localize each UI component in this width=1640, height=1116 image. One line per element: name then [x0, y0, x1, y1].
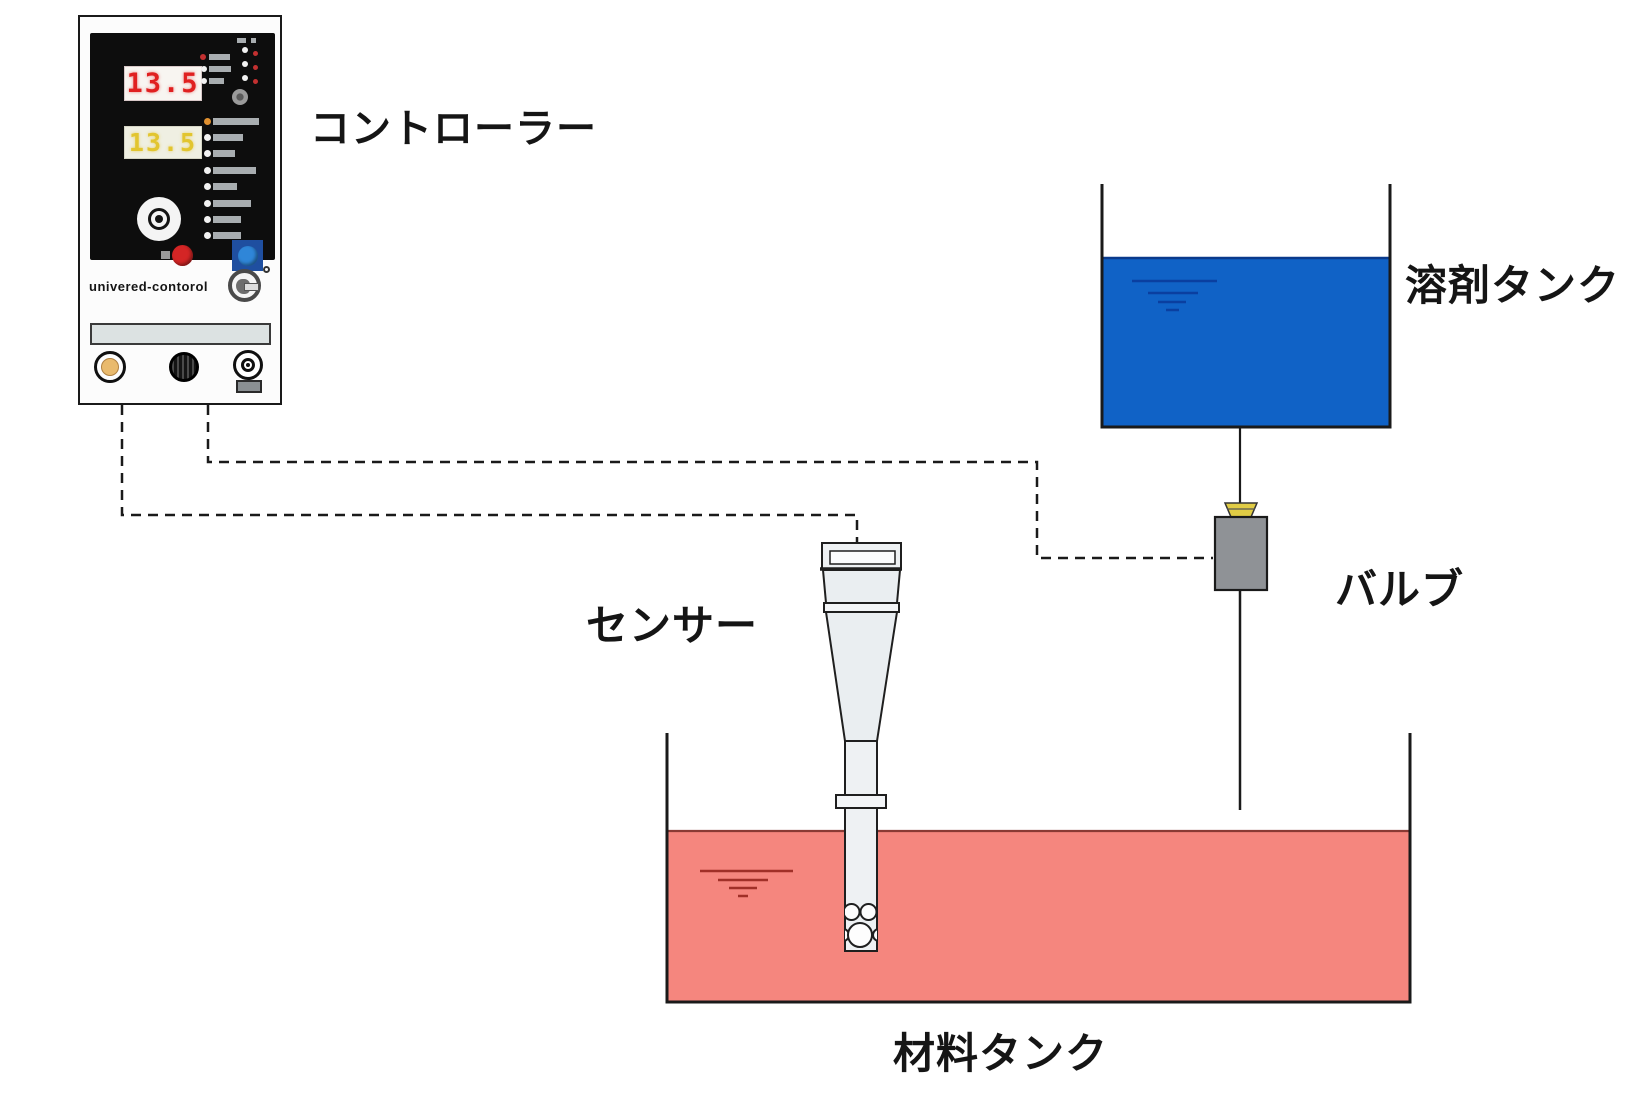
- liquid-level-icon: [700, 869, 793, 898]
- status-led: [242, 75, 248, 81]
- led-legend-bar: [209, 78, 224, 84]
- sensor-holes: [845, 903, 877, 948]
- wire-controller-to-sensor: [120, 405, 859, 542]
- led-legend-bar: [213, 134, 243, 141]
- label-material-tank: 材料タンク: [893, 1029, 1109, 1078]
- connector-power-port: [94, 351, 126, 383]
- status-led: [242, 47, 248, 53]
- status-led: [253, 65, 258, 70]
- controller-front-panel: 13.5 13.5: [90, 33, 275, 271]
- material-liquid: [668, 831, 1409, 1002]
- card-slot: [90, 323, 271, 345]
- primary-display: 13.5: [124, 66, 202, 101]
- material-tank: [665, 733, 1412, 1004]
- control-knob: [137, 197, 181, 241]
- led-legend-bar: [213, 167, 256, 174]
- status-led: [200, 54, 206, 60]
- led-legend-bar: [213, 150, 235, 157]
- led-legend-bar: [213, 200, 251, 207]
- status-led: [204, 216, 211, 223]
- status-led: [201, 66, 207, 72]
- led-legend-bar: [209, 66, 231, 72]
- liquid-level-icon: [1132, 279, 1217, 312]
- status-led: [204, 134, 211, 141]
- led-legend-bar: [213, 118, 259, 125]
- secondary-display: 13.5: [124, 126, 202, 159]
- valve: [1213, 502, 1269, 592]
- connector-sensor-port: [169, 352, 199, 382]
- status-led: [204, 200, 211, 207]
- primary-display-value: 13.5: [126, 68, 200, 99]
- solvent-liquid: [1103, 258, 1389, 427]
- wire-controller-to-valve: [206, 405, 1213, 560]
- led-legend-bar: [237, 38, 246, 43]
- label-controller: コントローラー: [310, 106, 597, 152]
- status-led: [242, 61, 248, 67]
- status-led: [204, 232, 211, 239]
- status-led: [253, 51, 258, 56]
- degree-mark-icon: [263, 266, 270, 273]
- status-led: [204, 183, 211, 190]
- status-led: [204, 118, 211, 125]
- status-led: [204, 150, 211, 157]
- label-valve: バルブ: [1335, 565, 1465, 614]
- valve-cap: [1223, 502, 1259, 518]
- led-legend-bar: [213, 232, 241, 239]
- run-button: [172, 245, 193, 266]
- set-button-base: [232, 240, 263, 271]
- status-led: [204, 167, 211, 174]
- led-legend-bar: [251, 38, 256, 43]
- connector-tab: [236, 380, 262, 393]
- label-sensor: センサー: [586, 601, 759, 650]
- indicator-chip: [161, 251, 170, 259]
- solvent-tank: [1100, 184, 1392, 429]
- controller-unit: 13.5 13.5: [78, 15, 282, 405]
- status-led: [253, 79, 258, 84]
- led-legend-bar: [209, 54, 230, 60]
- secondary-display-value: 13.5: [128, 128, 198, 157]
- status-led: [201, 78, 207, 84]
- led-legend-bar: [213, 183, 237, 190]
- led-legend-bar: [213, 216, 241, 223]
- valve-body: [1213, 515, 1269, 592]
- set-button: [237, 245, 258, 266]
- brand-logo-icon: [228, 269, 261, 302]
- sensor-probe: [820, 542, 902, 952]
- small-round-button: [232, 89, 248, 105]
- label-solvent-tank: 溶剤タンク: [1405, 261, 1621, 310]
- connector-output-port: [233, 350, 263, 380]
- brand-label: univered-contorol: [89, 279, 209, 294]
